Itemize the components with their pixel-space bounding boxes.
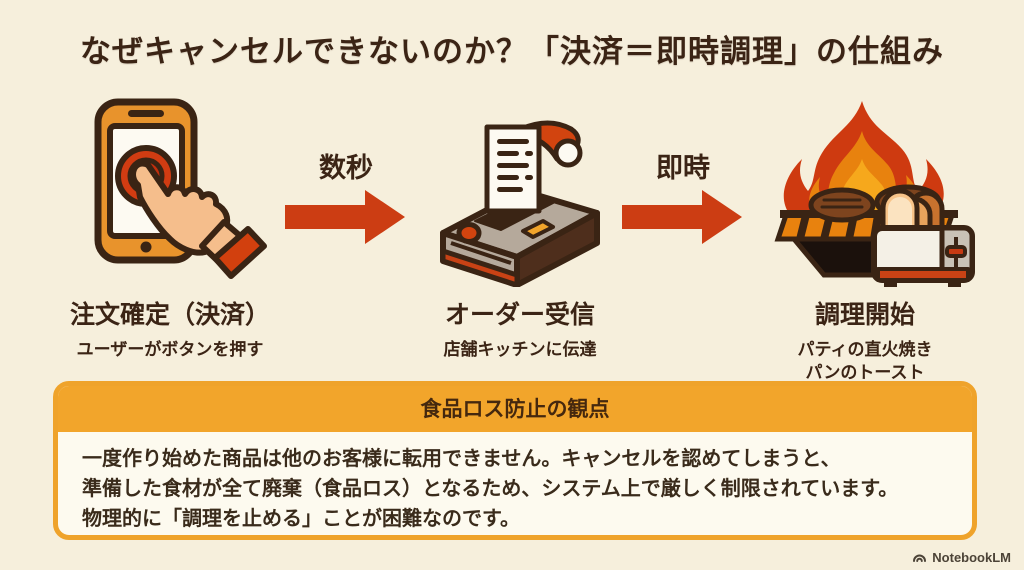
notebooklm-logo-icon	[913, 554, 927, 562]
smartphone-tap-icon	[94, 98, 267, 279]
step-title: 調理開始	[814, 301, 915, 329]
note-box-body: 一度作り始めた商品は他のお客様に転用できません。キャンセルを認めてしまうと、 準…	[58, 432, 972, 534]
flow-arrow-1: 数秒	[283, 146, 409, 251]
flow-step-order-confirm: 注文確定（決済） ユーザーがボタンを押す	[55, 97, 285, 361]
flow-step-cooking-start: 調理開始 パティの直火焼き パンのトースト	[750, 97, 980, 384]
flow-arrow-2: 即時	[620, 146, 746, 251]
watermark-label: NotebookLM	[932, 550, 1011, 565]
step-title: オーダー受信	[444, 301, 595, 329]
page-title: なぜキャンセルできないのか？「決済＝即時調理」の仕組み	[80, 34, 944, 69]
step-subtitle: 店舗キッチンに伝達	[443, 340, 597, 359]
note-box-header: 食品ロス防止の観点	[58, 386, 972, 432]
note-line: 一度作り始めた商品は他のお客様に転用できません。キャンセルを認めてしまうと、	[82, 448, 841, 470]
notebooklm-watermark: NotebookLM	[912, 550, 1011, 565]
step-subtitle-line: パティの直火焼き	[797, 340, 933, 359]
note-line: 物理的に「調理を止める」ことが困難なのです。	[82, 508, 520, 530]
step-title: 注文確定（決済）	[69, 301, 270, 329]
note-box-food-loss: 食品ロス防止の観点 一度作り始めた商品は他のお客様に転用できません。キャンセルを…	[53, 381, 977, 540]
receipt-printer-icon	[440, 120, 600, 287]
arrow-label: 数秒	[319, 153, 373, 183]
step-icon-box	[410, 97, 630, 287]
step-subtitle: ユーザーがボタンを押す	[76, 340, 264, 359]
step-subtitle-line: パンのトースト	[805, 363, 925, 382]
step-icon-box	[750, 97, 980, 287]
grill-toaster-icon	[774, 101, 975, 287]
note-line: 準備した食材が全て廃棄（食品ロス）となるため、システム上で厳しく制限されています…	[82, 478, 899, 500]
right-arrow-icon	[622, 190, 742, 244]
step-subtitle: パティの直火焼き パンのトースト	[750, 338, 980, 384]
step-icon-box	[55, 97, 285, 287]
right-arrow-icon	[285, 190, 405, 244]
arrow-label: 即時	[656, 153, 710, 183]
flow-step-order-received: オーダー受信 店舗キッチンに伝達	[410, 97, 630, 361]
